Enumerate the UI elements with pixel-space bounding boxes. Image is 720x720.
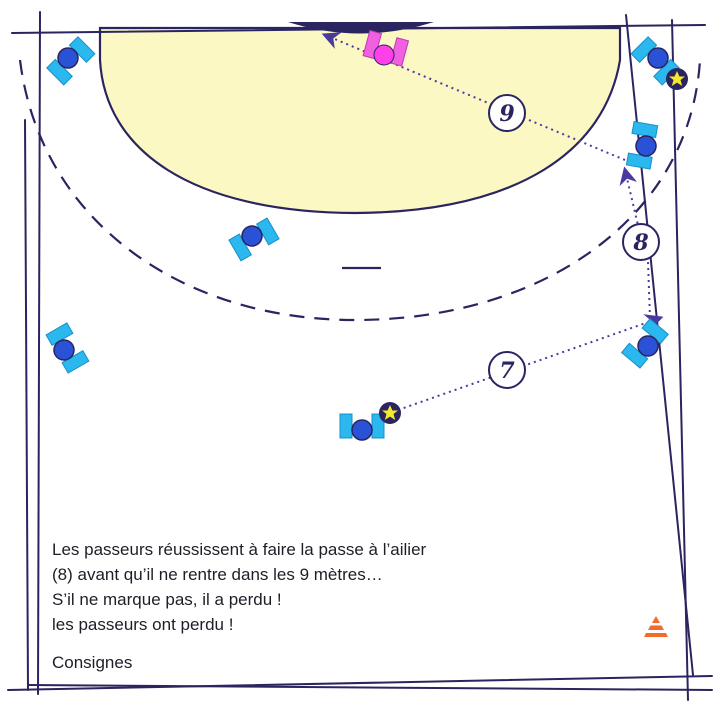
player-icon [339,413,385,441]
ball-icon [666,68,688,90]
goal [288,22,434,34]
pass-arrow-7 [397,314,664,411]
section-label: Consignes [52,653,133,672]
instruction-line: S’il ne marque pas, il a perdu ! [52,590,282,609]
number-circle-8: 8 [622,223,660,261]
ball-icon [379,402,401,424]
player-icon [625,120,659,170]
instruction-line: les passeurs ont perdu ! [52,615,234,634]
number-circle-7: 7 [488,351,526,389]
player-icon [620,318,669,369]
player-icon [45,322,90,374]
number-label-8: 8 [632,230,648,256]
cone-icon [644,616,668,637]
number-label-7: 7 [499,358,515,384]
player-icon [630,36,680,86]
instructions-text: Les passeurs réussissent à faire la pass… [52,537,612,637]
goal-area-zone [98,26,622,215]
player-icon [46,36,96,86]
goalkeeper-icon [362,29,410,67]
court-lines [7,11,713,701]
player-icon [228,217,280,262]
instruction-line: (8) avant qu’il ne rentre dans les 9 mèt… [52,565,383,584]
instruction-line: Les passeurs réussissent à faire la pass… [52,540,427,559]
number-circle-9: 9 [488,94,526,132]
number-label-9: 9 [499,101,514,127]
